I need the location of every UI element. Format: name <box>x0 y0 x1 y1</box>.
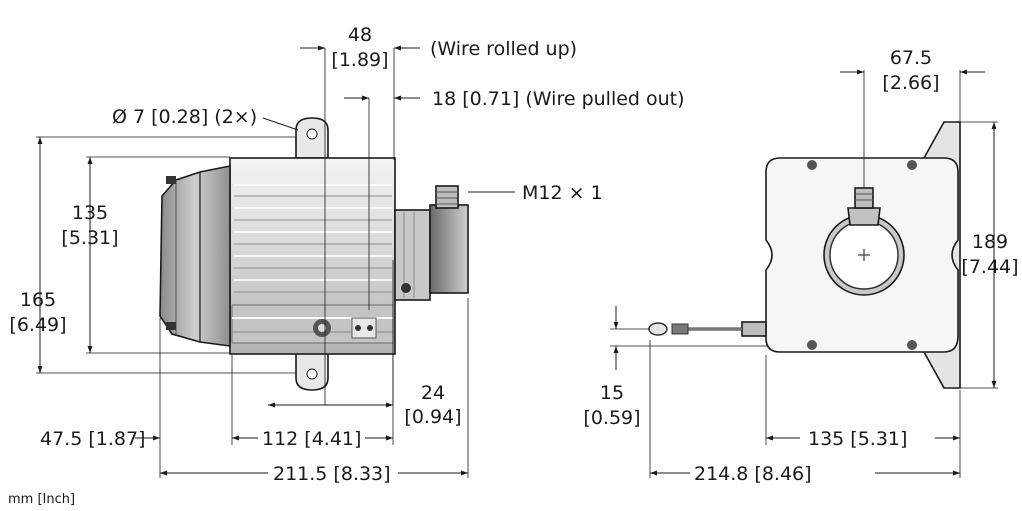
end-connector-housing <box>847 207 881 226</box>
screw-icon <box>807 160 817 170</box>
screw-icon <box>807 340 817 350</box>
dimension-labels: 48 [1.89] (Wire rolled up) 18 [0.71] (Wi… <box>8 24 1019 507</box>
dim-165-in: [6.49] <box>9 314 66 336</box>
screw-icon <box>907 340 917 350</box>
wire-eyelet <box>648 322 668 336</box>
dim-15-mm: 15 <box>600 382 624 404</box>
side-view <box>159 117 469 391</box>
end-view-dimensions <box>613 69 997 476</box>
dim-189-in: [7.44] <box>961 256 1018 278</box>
end-view <box>648 121 961 389</box>
bottom-mount-hole <box>306 368 318 380</box>
dim-2115-label: 211.5 [8.33] <box>273 463 391 485</box>
wire-rolled-label: (Wire rolled up) <box>430 38 577 60</box>
dim-165-mm: 165 <box>20 289 56 311</box>
dim-112-label: 112 [4.41] <box>262 428 361 450</box>
screw-icon <box>907 160 917 170</box>
dim-24-in: [0.94] <box>404 406 461 428</box>
dim-189-mm: 189 <box>972 231 1008 253</box>
dim-15-in: [0.59] <box>583 407 640 429</box>
top-mount-hole <box>306 128 318 140</box>
dim-2148-label: 214.8 [8.46] <box>694 463 812 485</box>
dim-47-label: 47.5 [1.87] <box>40 428 145 450</box>
dim-675-mm: 67.5 <box>890 47 932 69</box>
dim-675-in: [2.66] <box>882 72 939 94</box>
dim-135b-label: 135 [5.31] <box>808 428 907 450</box>
wire-guide <box>741 321 767 337</box>
m12-label: M12 × 1 <box>522 182 603 204</box>
units-note: mm [Inch] <box>8 492 75 507</box>
dim-135-mm: 135 <box>72 202 108 224</box>
side-view-dimensions <box>37 45 515 476</box>
dim-48-mm: 48 <box>348 24 372 46</box>
m12-connector <box>435 185 459 209</box>
hole-diameter-label: Ø 7 [0.28] (2×) <box>112 106 257 128</box>
rear-coupling <box>394 209 431 301</box>
front-cap <box>159 165 231 347</box>
side-view-extension-lines <box>36 48 469 478</box>
dim-48-in: [1.89] <box>331 49 388 71</box>
dim-24-mm: 24 <box>421 382 445 404</box>
dim-18-label: 18 [0.71] (Wire pulled out) <box>432 88 685 110</box>
wire-clip <box>351 317 377 339</box>
end-m12-connector <box>854 187 874 209</box>
sensor-module <box>429 204 469 294</box>
end-view-extension-lines <box>610 70 998 478</box>
dim-135-in: [5.31] <box>61 227 118 249</box>
